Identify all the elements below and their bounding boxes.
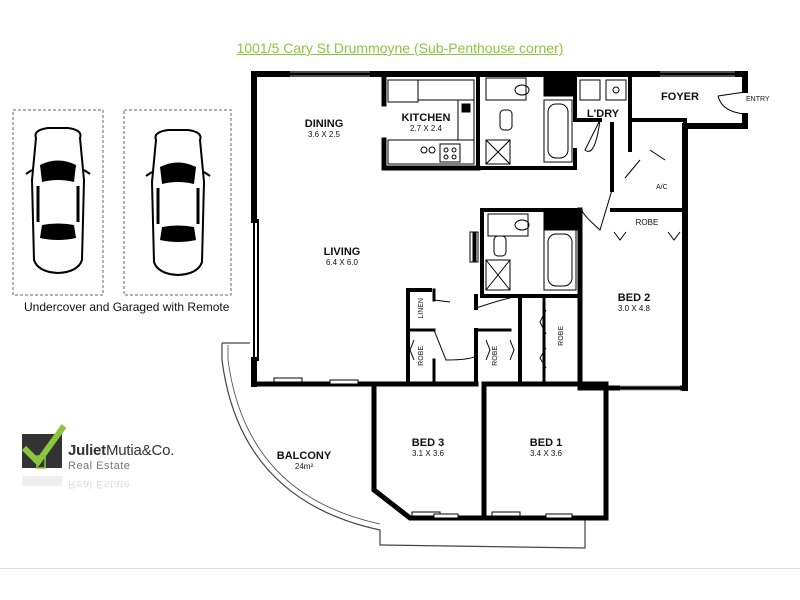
entry-label: ENTRY bbox=[746, 96, 770, 103]
ac-label: A/C bbox=[656, 184, 668, 191]
room-bed3: BED 3 3.1 X 3.6 bbox=[388, 437, 468, 458]
room-foyer: FOYER bbox=[652, 91, 708, 103]
room-balcony: BALCONY 24m² bbox=[262, 450, 346, 471]
room-name: BED 1 bbox=[529, 437, 563, 449]
logo-name-rest: Mutia&Co. bbox=[105, 442, 175, 459]
sliding-doors bbox=[273, 377, 573, 519]
balcony-outline bbox=[221, 342, 586, 549]
bottom-divider bbox=[0, 568, 800, 569]
logo-subtitle: Real Estate bbox=[68, 460, 131, 472]
room-robe-bed2: ROBE bbox=[624, 218, 670, 227]
room-name: DINING bbox=[304, 118, 344, 130]
room-dining: DINING 3.6 X 2.5 bbox=[284, 118, 364, 139]
logo-reflection: Real Estate bbox=[68, 478, 131, 490]
robe-doors bbox=[409, 231, 681, 369]
walls bbox=[251, 71, 748, 521]
room-laundry: L'DRY bbox=[578, 108, 628, 120]
room-bed2: BED 2 3.0 X 4.8 bbox=[594, 292, 674, 313]
room-dims: 2.7 X 2.4 bbox=[409, 124, 443, 133]
parking-space-1 bbox=[12, 109, 104, 296]
room-living: LIVING 6.4 X 6.0 bbox=[302, 246, 382, 267]
room-name: KITCHEN bbox=[401, 112, 451, 124]
room-dims: 3.4 X 3.6 bbox=[529, 449, 563, 458]
room-name: L'DRY bbox=[586, 108, 620, 120]
bathroom-2-fixtures bbox=[469, 209, 581, 291]
room-name: BED 2 bbox=[617, 292, 651, 304]
linen-label: LINEN bbox=[418, 298, 425, 319]
room-name: FOYER bbox=[661, 91, 699, 103]
parking-caption: Undercover and Garaged with Remote bbox=[24, 300, 230, 314]
robe-bed1b-label: ROBE bbox=[558, 326, 565, 346]
room-name: LIVING bbox=[323, 246, 361, 258]
windows bbox=[290, 71, 735, 391]
room-dims: 3.6 X 2.5 bbox=[307, 130, 341, 139]
room-name: ROBE bbox=[635, 218, 659, 227]
parking-space-2 bbox=[123, 109, 232, 296]
robe-bed1a-label: ROBE bbox=[492, 346, 499, 366]
room-kitchen: KITCHEN 2.7 X 2.4 bbox=[386, 112, 466, 133]
car-icon bbox=[25, 127, 91, 275]
plan-title: 1001/5 Cary St Drummoyne (Sub-Penthouse … bbox=[236, 40, 564, 56]
room-dims: 3.0 X 4.8 bbox=[617, 304, 651, 313]
room-name: BED 3 bbox=[411, 437, 445, 449]
car-icon bbox=[145, 129, 211, 277]
robe-bed3-label: ROBE bbox=[418, 346, 425, 366]
laundry-fixtures bbox=[579, 79, 627, 101]
bathroom-fixtures bbox=[485, 75, 575, 165]
room-dims: 6.4 X 6.0 bbox=[325, 258, 359, 267]
agency-logo: JulietMutia&Co. Real Estate Real Estate bbox=[20, 426, 210, 490]
kitchen-fixtures bbox=[387, 79, 475, 165]
room-bed1: BED 1 3.4 X 3.6 bbox=[506, 437, 586, 458]
checkmark-house-icon bbox=[21, 424, 67, 486]
room-name: BALCONY bbox=[276, 450, 332, 462]
door-swings bbox=[433, 91, 746, 361]
room-dims: 24m² bbox=[294, 462, 314, 471]
room-dims: 3.1 X 3.6 bbox=[411, 449, 445, 458]
logo-name: JulietMutia&Co. bbox=[68, 442, 174, 459]
logo-name-bold: Juliet bbox=[68, 442, 106, 459]
